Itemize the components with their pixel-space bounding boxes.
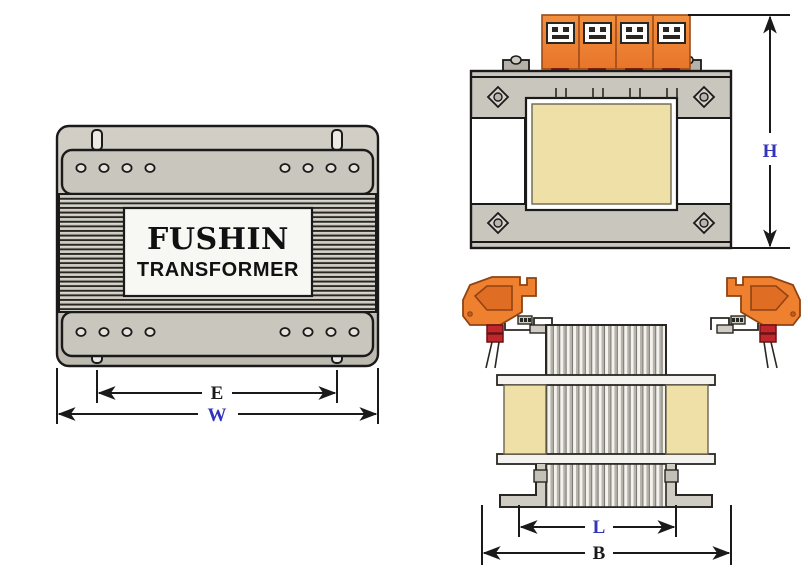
top-view-left-bracket — [504, 317, 553, 331]
dimension-label-H: H — [763, 141, 778, 162]
vent-hole-icon — [75, 163, 360, 337]
lead-wires — [555, 88, 678, 98]
side-view-left-window — [470, 117, 526, 205]
side-view: H — [469, 14, 790, 250]
top-view-left-coil — [503, 384, 547, 455]
dimension-L — [518, 505, 677, 537]
top-view-right-bracket — [710, 317, 759, 331]
dimension-W — [56, 368, 379, 424]
side-view-coil — [531, 103, 672, 205]
nameplate — [122, 206, 314, 298]
top-view-lower-flange — [496, 453, 716, 465]
screw-icon — [486, 85, 716, 235]
dimension-label-L: L — [593, 517, 606, 538]
front-view: FUSHIN TRANSFORMER E W — [55, 124, 380, 426]
dimension-E — [96, 370, 338, 403]
dimension-B — [481, 505, 732, 565]
top-view-upper-flange — [496, 374, 716, 386]
dimension-label-W: W — [208, 405, 227, 426]
top-view-left-base-clamp — [533, 469, 548, 483]
top-view-left-clamp — [529, 324, 547, 334]
brand-name: FUSHIN — [147, 222, 289, 257]
top-view-left-terminal-block — [462, 276, 537, 369]
dimension-label-B: B — [593, 543, 606, 564]
side-view-left-foot-screw-icon — [510, 55, 522, 65]
brand-subtitle: TRANSFORMER — [137, 259, 299, 281]
terminal-block-row — [541, 14, 691, 70]
top-view-right-coil — [665, 384, 709, 455]
dimension-H — [688, 14, 790, 249]
top-view: L B — [462, 276, 801, 565]
top-view-right-base-clamp — [664, 469, 679, 483]
top-view-right-terminal-block — [726, 276, 801, 369]
dimension-label-E: E — [211, 383, 224, 404]
top-view-right-clamp — [716, 324, 734, 334]
front-view-top-endbell — [60, 148, 375, 196]
top-view-lower-core-segment — [545, 463, 667, 508]
side-view-right-window — [676, 117, 732, 205]
